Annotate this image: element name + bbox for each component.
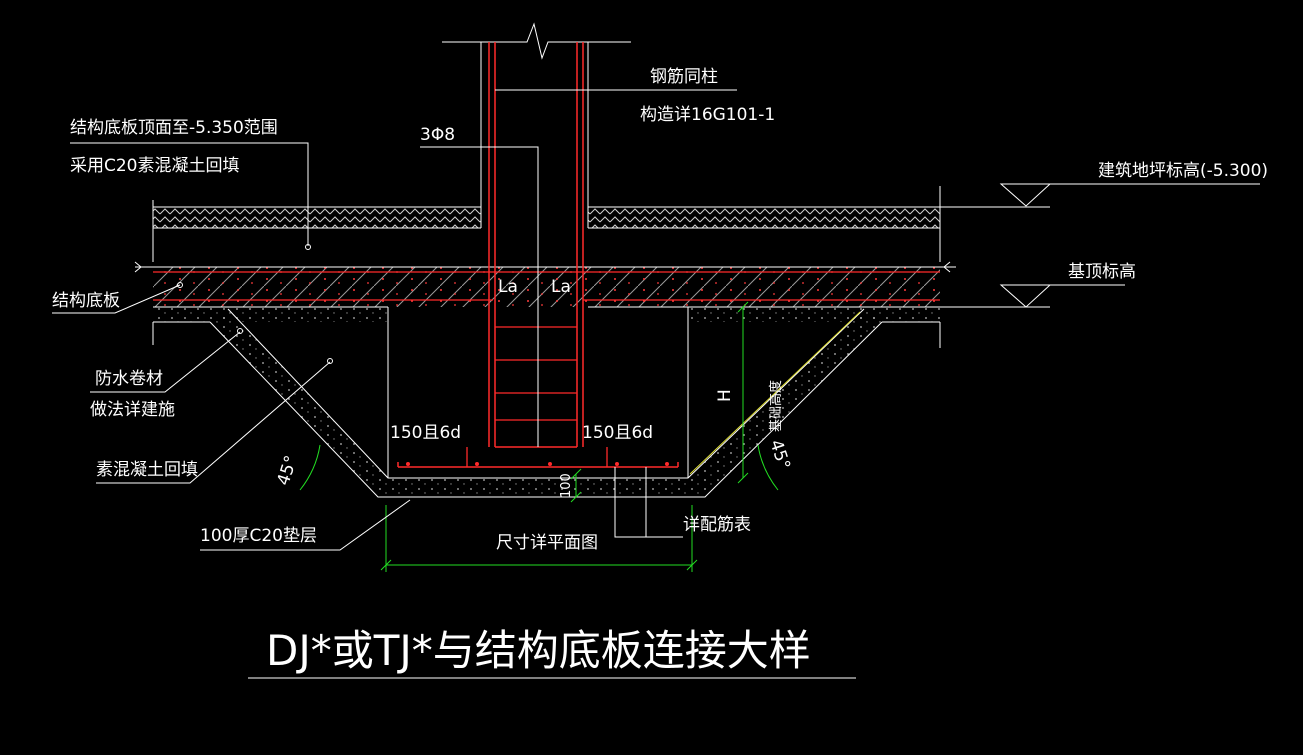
structural-slab [134, 261, 956, 308]
leader-lines [52, 89, 737, 551]
rebar-table-label: 详配筋表 [683, 515, 751, 535]
foundation-height-label: 基础高度 [768, 380, 784, 432]
hook-length-right: 150且6d [582, 423, 653, 443]
foundation-trench [209, 307, 883, 498]
finished-floor-level-label: 建筑地坪标高(-5.300) [1098, 161, 1268, 181]
cushion-thickness-label: 100 [559, 473, 574, 498]
foundation-top-level-label: 基顶标高 [1068, 262, 1136, 282]
elevation-markers [940, 183, 1260, 308]
backfill-hatch-band [152, 186, 941, 262]
height-h-label: H [715, 389, 735, 402]
angle-left-label: 45° [274, 453, 302, 488]
cushion-under-slab [152, 307, 941, 348]
construction-detail-note: 构造详16G101-1 [640, 105, 775, 125]
hook-length-left: 150且6d [390, 423, 461, 443]
angle-right-label: 45° [765, 437, 793, 472]
drawing-title: DJ*或TJ*与结构底板连接大样 [266, 626, 811, 675]
fill-range-note-line2: 采用C20素混凝土回填 [70, 156, 240, 176]
waterproof-label-line2: 做法详建施 [90, 400, 175, 420]
cushion-label: 100厚C20垫层 [200, 526, 317, 546]
fill-range-note-line1: 结构底板顶面至-5.350范围 [70, 118, 278, 138]
anchor-length-left: La [498, 277, 518, 297]
waterproof-label-line1: 防水卷材 [95, 369, 163, 389]
structural-slab-label: 结构底板 [52, 291, 120, 311]
dimension-lines [299, 301, 779, 572]
drawing-title-group: DJ*或TJ*与结构底板连接大样 [248, 626, 856, 679]
rebar-same-column-note: 钢筋同柱 [650, 67, 718, 87]
dimension-plan-label: 尺寸详平面图 [496, 533, 598, 553]
anchor-length-right: La [551, 277, 571, 297]
stirrup-label: 3Φ8 [420, 125, 455, 145]
column [397, 22, 679, 468]
plain-concrete-fill-label: 素混凝土回填 [96, 460, 198, 480]
